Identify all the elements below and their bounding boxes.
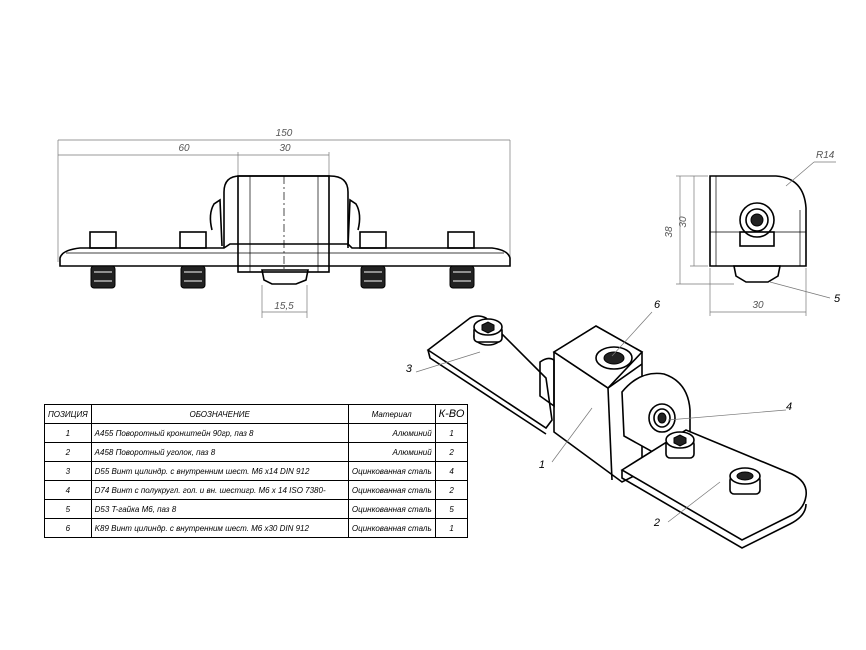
table-row: 1 A455 Поворотный кронштейн 90гр, паз 8 …	[44, 423, 469, 443]
callout-3: 3	[406, 363, 413, 375]
bom-cell-qty: 1	[434, 423, 469, 443]
bom-cell-pos: 2	[44, 442, 92, 462]
callout-6: 6	[654, 299, 661, 311]
callout-2: 2	[653, 517, 660, 529]
bom-cell-material: Алюминий	[347, 442, 436, 462]
dim-nut-width: 15,5	[274, 301, 294, 312]
table-row: 3 D55 Винт цилиндр. с внутренним шест. M…	[44, 461, 469, 481]
bom-cell-designation: D53 T-гайка M6, паз 8	[90, 499, 349, 519]
bom-cell-pos: 4	[44, 480, 92, 500]
bom-header-material: Материал	[347, 404, 436, 424]
bom-cell-designation: A455 Поворотный кронштейн 90гр, паз 8	[90, 423, 349, 443]
bom-cell-material: Алюминий	[347, 423, 436, 443]
side-view: R14 30 38 30 5	[664, 150, 841, 316]
table-row: 4 D74 Винт с полукругл. гол. и вн. шести…	[44, 480, 469, 500]
bill-of-materials-table: ПОЗИЦИЯ ОБОЗНАЧЕНИЕ Материал К-ВО 1 A455…	[44, 404, 469, 538]
bom-cell-designation: A458 Поворотный уголок, паз 8	[90, 442, 349, 462]
dim-radius: R14	[816, 150, 835, 161]
bom-cell-material: Оцинкованная сталь	[347, 480, 436, 500]
bom-cell-material: Оцинкованная сталь	[347, 461, 436, 481]
isometric-view: 3 6 1 4 2	[406, 299, 808, 549]
callout-4: 4	[786, 401, 792, 413]
callout-1: 1	[539, 459, 545, 471]
bom-header-row: ПОЗИЦИЯ ОБОЗНАЧЕНИЕ Материал К-ВО	[44, 404, 469, 424]
dim-overall-width: 150	[276, 128, 293, 139]
bom-cell-designation: K89 Винт цилиндр. с внутренним шест. M6 …	[90, 518, 349, 538]
bom-cell-pos: 5	[44, 499, 92, 519]
bom-cell-qty: 1	[434, 518, 469, 538]
dim-block-width: 30	[279, 143, 291, 154]
bom-cell-qty: 4	[434, 461, 469, 481]
callout-5: 5	[834, 293, 841, 305]
bom-cell-pos: 3	[44, 461, 92, 481]
dim-side-height-outer: 38	[664, 226, 675, 238]
bom-cell-qty: 2	[434, 442, 469, 462]
bom-header-qty: К-ВО	[434, 404, 469, 424]
dim-side-height-inner: 30	[678, 216, 689, 228]
bom-header-position: ПОЗИЦИЯ	[44, 404, 92, 424]
bom-cell-qty: 5	[434, 499, 469, 519]
table-row: 2 A458 Поворотный уголок, паз 8 Алюминий…	[44, 442, 469, 462]
front-view: 150 60 30 15,5	[57, 128, 511, 318]
bom-cell-material: Оцинкованная сталь	[347, 499, 436, 519]
bom-cell-pos: 6	[44, 518, 92, 538]
dim-side-width: 30	[752, 300, 764, 311]
bom-cell-qty: 2	[434, 480, 469, 500]
table-row: 5 D53 T-гайка M6, паз 8 Оцинкованная ста…	[44, 499, 469, 519]
bom-cell-designation: D74 Винт с полукругл. гол. и вн. шестигр…	[90, 480, 349, 500]
table-row: 6 K89 Винт цилиндр. с внутренним шест. M…	[44, 518, 469, 538]
bom-cell-material: Оцинкованная сталь	[347, 518, 436, 538]
dim-left-offset: 60	[178, 143, 190, 154]
bom-header-designation: ОБОЗНАЧЕНИЕ	[90, 404, 349, 424]
bom-cell-pos: 1	[44, 423, 92, 443]
bom-cell-designation: D55 Винт цилиндр. с внутренним шест. M6 …	[90, 461, 349, 481]
